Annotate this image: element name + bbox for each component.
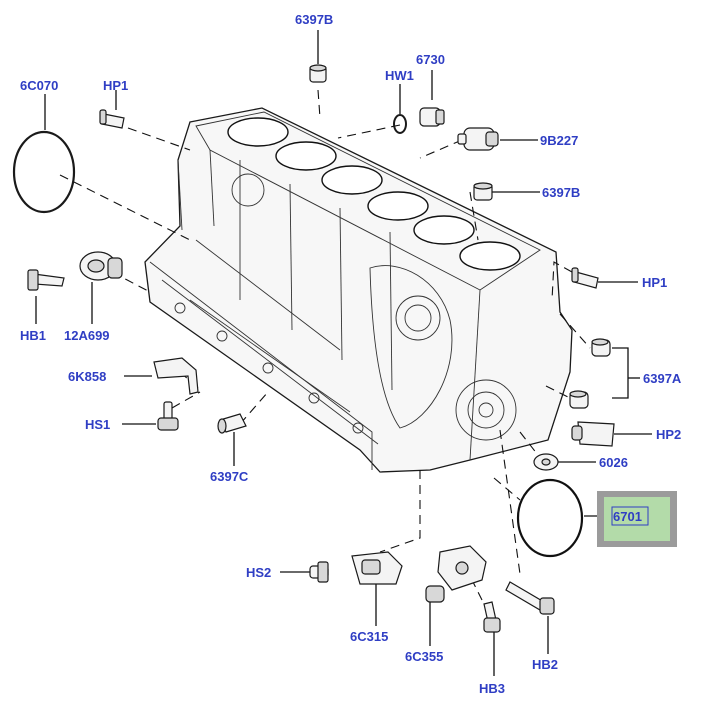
washer-6026-hole xyxy=(541,458,551,466)
bolt-hb3 xyxy=(483,601,501,633)
selected-part-highlight-fill xyxy=(604,497,670,541)
sensor-6c355 xyxy=(425,545,487,603)
bolt-hb2 xyxy=(505,581,555,615)
label-9b227[interactable]: 9B227 xyxy=(540,133,578,148)
bracket-6k858 xyxy=(153,357,199,395)
dowel-6397b-top xyxy=(309,64,327,83)
plug-hp1-right xyxy=(571,267,599,289)
label-6397a[interactable]: 6397A xyxy=(643,371,682,386)
label-6397b-top[interactable]: 6397B xyxy=(295,12,333,27)
bolt-hb1 xyxy=(27,269,65,291)
label-6701[interactable]: 6701 xyxy=(613,509,642,524)
label-6730[interactable]: 6730 xyxy=(416,52,445,67)
label-hs1[interactable]: HS1 xyxy=(85,417,110,432)
label-6397c[interactable]: 6397C xyxy=(210,469,249,484)
label-6397b-right[interactable]: 6397B xyxy=(542,185,580,200)
label-hb1[interactable]: HB1 xyxy=(20,328,46,343)
plug-hp1-left xyxy=(99,109,125,129)
plug-6730 xyxy=(419,107,445,127)
label-hb2[interactable]: HB2 xyxy=(532,657,558,672)
plate-hp2 xyxy=(571,421,615,447)
dowels-6397a xyxy=(569,338,611,409)
label-6026[interactable]: 6026 xyxy=(599,455,628,470)
sensor-12a699 xyxy=(79,251,123,281)
label-12a699[interactable]: 12A699 xyxy=(64,328,110,343)
washer-hw1 xyxy=(393,114,407,134)
selected-part-label-box xyxy=(611,506,649,526)
label-hs2[interactable]: HS2 xyxy=(246,565,271,580)
part-labels: 6397B 6C070 HP1 HW1 6730 9B227 6397B HP1… xyxy=(20,12,682,696)
label-6k858[interactable]: 6K858 xyxy=(68,369,106,384)
assembly-dashed-lines xyxy=(59,89,591,601)
label-6c070[interactable]: 6C070 xyxy=(20,78,58,93)
label-hp1-left[interactable]: HP1 xyxy=(103,78,128,93)
screw-hs2 xyxy=(309,561,329,583)
label-6c355[interactable]: 6C355 xyxy=(405,649,443,664)
sensor-9b227 xyxy=(457,127,499,151)
cylinder-block xyxy=(144,107,573,473)
seal-6c070 xyxy=(12,130,76,214)
label-hw1[interactable]: HW1 xyxy=(385,68,414,83)
seal-6701 xyxy=(516,478,584,558)
label-hp1-right[interactable]: HP1 xyxy=(642,275,667,290)
sensor-6c315 xyxy=(351,551,403,585)
screw-hs1 xyxy=(157,401,179,431)
label-hb3[interactable]: HB3 xyxy=(479,681,505,696)
label-6c315[interactable]: 6C315 xyxy=(350,629,388,644)
label-hp2[interactable]: HP2 xyxy=(656,427,681,442)
dowel-6397b-right xyxy=(473,182,493,201)
dowel-6397c xyxy=(217,413,247,434)
